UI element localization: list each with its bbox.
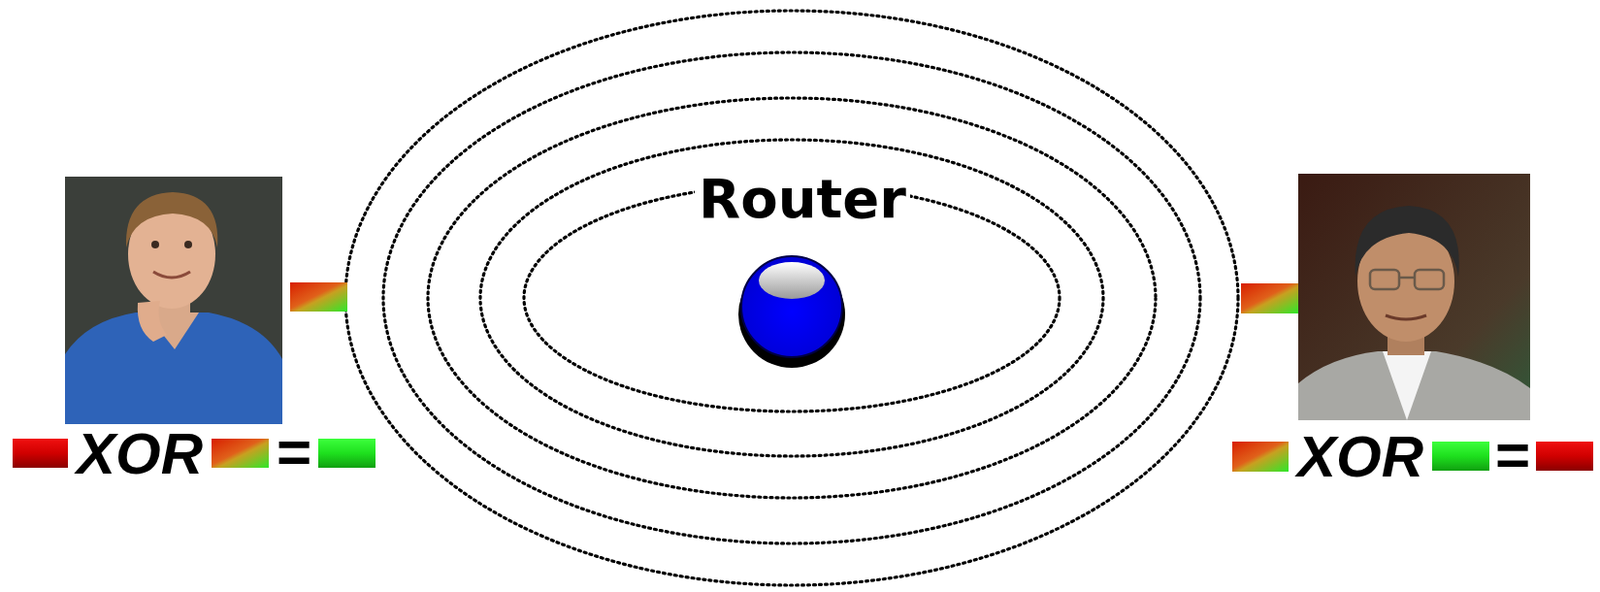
red-packet [1535,441,1594,471]
mixed-packet [1232,441,1289,472]
mixed-packet [290,282,348,312]
mixed-packet [211,438,269,468]
red-packet [12,438,68,468]
operator-label: XOR [1297,427,1424,487]
green-packet [1432,441,1490,471]
router-node: Router [708,155,883,369]
node-heading: Router [694,171,911,227]
green-packet [318,438,376,468]
wave-rings [345,10,1239,586]
operator-label: XOR [76,424,203,484]
equals-sign: = [276,422,312,483]
person-photo [65,176,283,425]
mixed-packet [1240,283,1299,314]
equals-sign: = [1495,424,1531,486]
person-photo [1298,173,1531,421]
